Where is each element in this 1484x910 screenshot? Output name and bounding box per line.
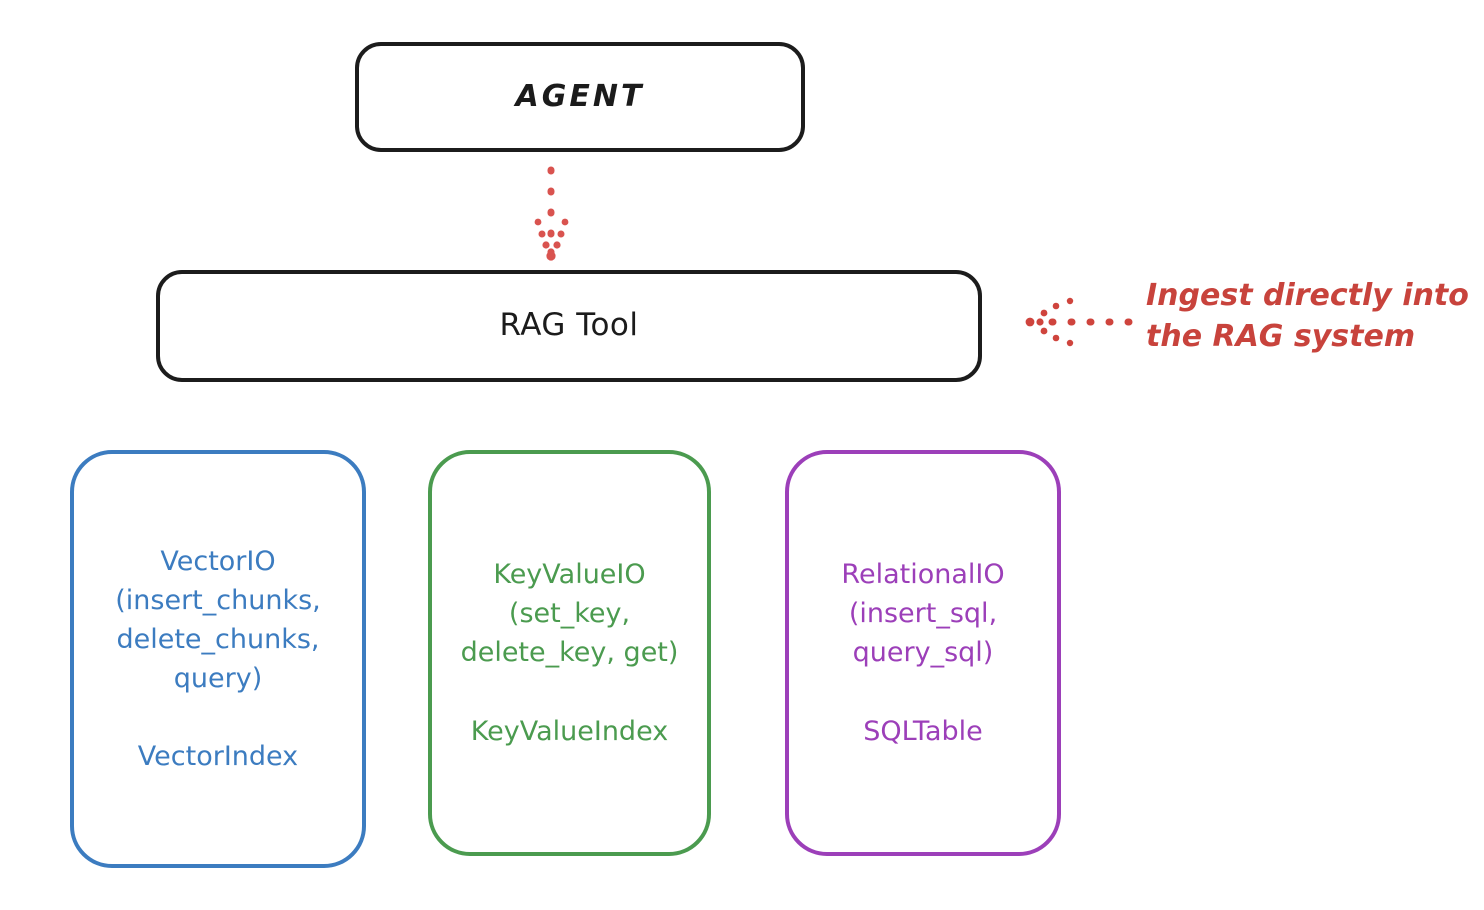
connector-agent-to-rag-tool bbox=[534, 166, 569, 261]
node-key-value-io[interactable]: KeyValueIO (set_key, delete_key, get) Ke… bbox=[428, 450, 711, 856]
node-rag-tool[interactable]: RAG Tool bbox=[156, 270, 982, 382]
node-agent[interactable]: AGENT bbox=[355, 42, 805, 152]
node-key-value-io-label: KeyValueIO (set_key, delete_key, get) Ke… bbox=[460, 559, 679, 747]
node-agent-label: AGENT bbox=[515, 78, 645, 114]
annotation-ingest-note: Ingest directly into the RAG system bbox=[1146, 278, 1469, 354]
node-vector-io-label: VectorIO (insert_chunks, delete_chunks, … bbox=[115, 545, 321, 773]
node-vector-io[interactable]: VectorIO (insert_chunks, delete_chunks, … bbox=[70, 450, 366, 868]
node-relational-io[interactable]: RelationalIO (insert_sql, query_sql) SQL… bbox=[785, 450, 1061, 856]
node-relational-io-label: RelationalIO (insert_sql, query_sql) SQL… bbox=[841, 559, 1005, 747]
connector-note-to-rag-tool bbox=[1025, 297, 1140, 347]
node-rag-tool-label: RAG Tool bbox=[499, 307, 639, 344]
